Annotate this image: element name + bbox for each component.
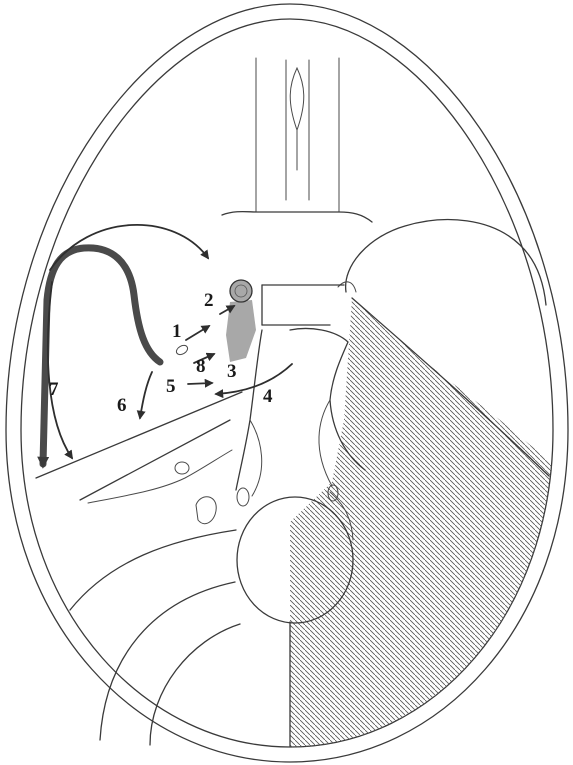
label-3: 3 (227, 361, 237, 382)
label-1: 1 (172, 321, 182, 342)
internal-acoustic-meatus (196, 497, 216, 524)
label-2: 2 (204, 290, 214, 311)
skull-outer-outline (6, 4, 568, 762)
label-6: 6 (117, 395, 127, 416)
label-5: 5 (166, 376, 176, 397)
label-8: 8 (196, 356, 206, 377)
right-middle-fossa-outline (346, 220, 546, 305)
left-descending-arrow (48, 282, 72, 458)
anterior-midline-structures (222, 58, 372, 222)
arrow-5 (188, 383, 212, 384)
arrow-6 (140, 372, 152, 418)
jugular-foramen (175, 462, 189, 474)
planum-line (222, 212, 372, 222)
label-4: 4 (263, 386, 273, 407)
right-clinoid (338, 282, 356, 292)
thick-pathway-7 (43, 248, 160, 464)
arrow-1 (186, 326, 209, 340)
left-hypoglossal-canal (237, 488, 249, 506)
label-7: 7 (49, 379, 59, 400)
shaded-region (226, 280, 256, 362)
small-foramen-near-1 (175, 344, 189, 357)
crista-galli-shape (290, 68, 304, 130)
